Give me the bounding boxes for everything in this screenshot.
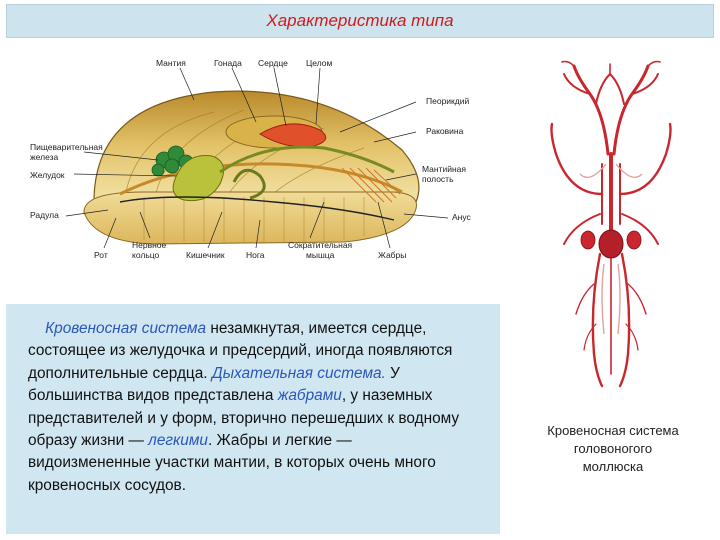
page-title: Характеристика типа <box>266 11 454 30</box>
label-foot: Нога <box>246 250 265 260</box>
heart-main <box>598 229 624 259</box>
caption-line-3: моллюска <box>582 459 644 474</box>
anatomy-illustration: Мантия Гонада Сердце Целом Пеорикдий Рак… <box>30 58 472 260</box>
nerve-cord <box>119 196 395 221</box>
title-bar: Характеристика типа <box>6 4 714 38</box>
label-anus: Анус <box>452 212 472 222</box>
label-coelom: Целом <box>306 58 333 68</box>
label-pericardium: Пеорикдий <box>426 96 469 106</box>
label-digestive-gland-1: Пищеварительная <box>30 142 103 152</box>
label-mantle-cavity-2: полость <box>422 174 454 184</box>
intestine-loop <box>232 168 266 200</box>
vessels-main <box>550 60 672 388</box>
illustration-caption: Кровеносная система головоногого моллюск… <box>520 422 706 476</box>
circulatory-svg <box>550 60 672 388</box>
label-muscle-2: мышца <box>306 250 335 260</box>
text-respiratory-a: У большинства видов представлена <box>28 364 400 405</box>
caption-line-1: Кровеносная система <box>547 423 679 438</box>
foot-muscle-lines <box>143 197 365 242</box>
label-radula: Радула <box>30 210 59 220</box>
term-gills: жабрами <box>277 387 342 405</box>
label-mantle-cavity-1: Мантийная <box>422 164 466 174</box>
term-respiratory-system: Дыхательная система. <box>211 364 386 382</box>
digestive-gland-shape <box>151 145 194 177</box>
term-lungs: легкими <box>148 432 208 450</box>
cephalopod-circulatory-illustration <box>530 44 690 404</box>
text-respiratory-b: , у наземных представителей и у форм, вт… <box>28 387 460 450</box>
description-panel: Кровеносная система незамкнутая, имеется… <box>6 304 500 534</box>
term-circulatory-system: Кровеносная система <box>45 320 207 337</box>
label-intestine: Кишечник <box>186 250 225 260</box>
text-circulatory-desc: незамкнутая, имеется сердце, состоящее и… <box>28 320 453 382</box>
label-digestive-gland-2: железа <box>30 152 59 162</box>
heart-left <box>580 230 596 250</box>
foot-shape <box>83 191 417 245</box>
leader-lines <box>65 67 449 249</box>
heart-shape <box>259 123 327 148</box>
mollusc-anatomy-diagram: Мантия Гонада Сердце Целом Пеорикдий Рак… <box>24 52 480 270</box>
label-heart: Сердце <box>258 58 288 68</box>
label-mantle: Мантия <box>156 58 186 68</box>
label-nerve-ring-1: Нервное <box>132 240 167 250</box>
label-nerve-ring-2: кольцо <box>132 250 160 260</box>
label-gills: Жабры <box>378 250 406 260</box>
caption-line-2: головоногого <box>573 441 653 456</box>
heart-right <box>626 230 642 250</box>
label-shell: Раковина <box>426 126 464 136</box>
vessels-light <box>579 163 643 335</box>
label-mouth: Рот <box>94 250 108 260</box>
text-respiratory-c: . Жабры и легкие — видоизмененные участк… <box>28 432 436 494</box>
label-muscle-1: Сократительная <box>288 240 353 250</box>
intestine-shape <box>219 145 395 174</box>
gills-shape <box>341 167 401 203</box>
label-stomach: Желудок <box>30 170 65 180</box>
label-gonad: Гонада <box>214 58 242 68</box>
description-paragraph: Кровеносная система незамкнутая, имеется… <box>28 318 478 497</box>
